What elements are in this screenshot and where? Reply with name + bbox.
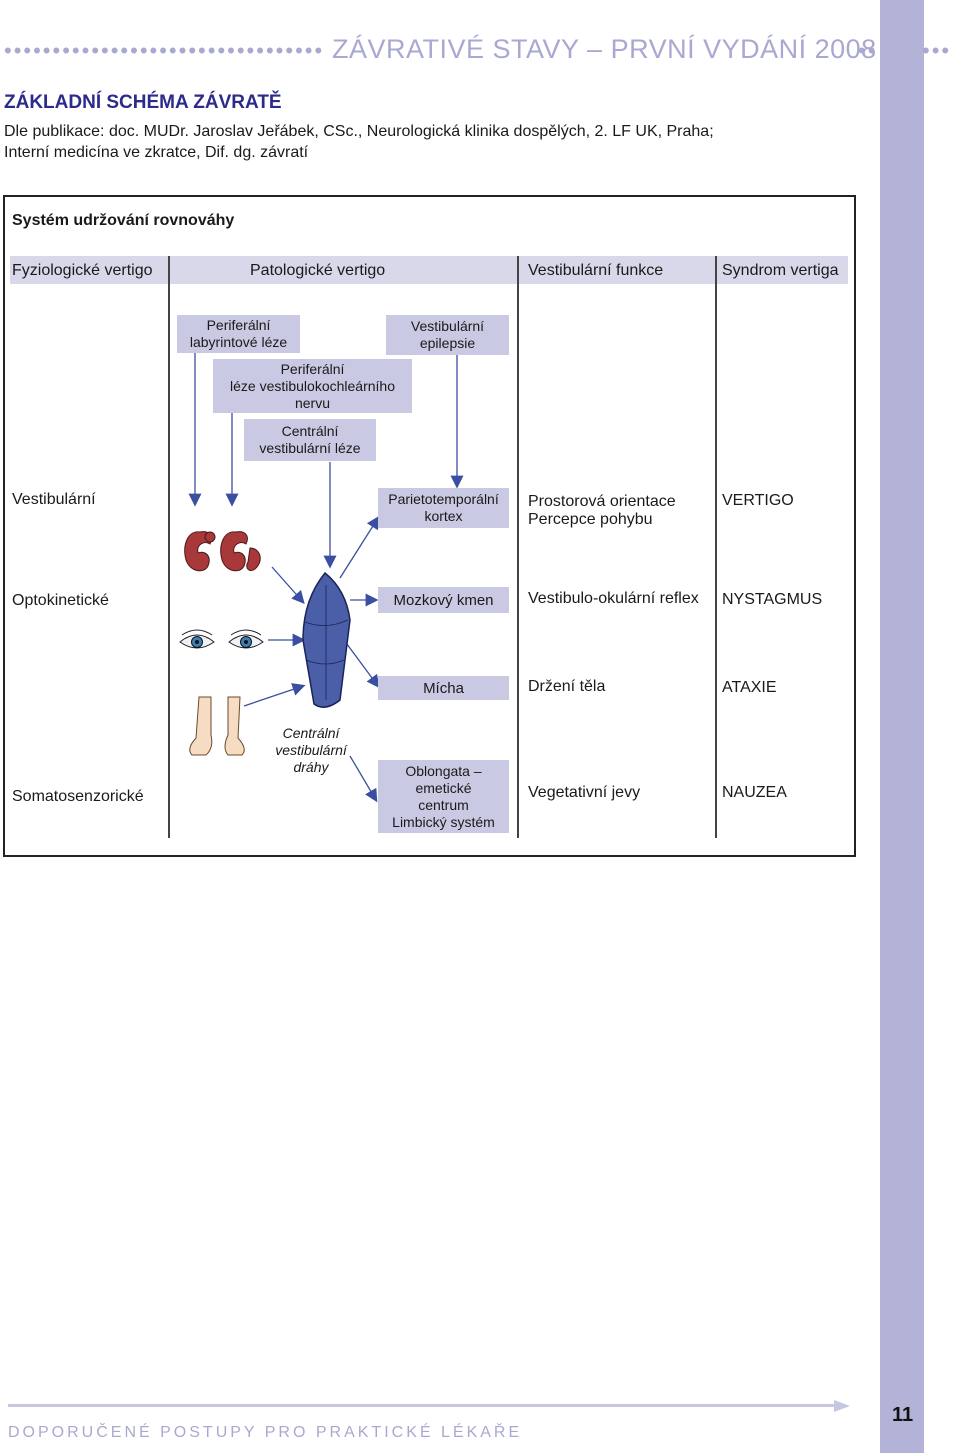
feet-illustration: [189, 696, 245, 756]
lesion-label: Vestibulární: [410, 318, 485, 334]
syndrome-nystagmus: NYSTAGMUS: [722, 591, 823, 608]
lesion-peripheral-labyrinth: Periferální labyrintové léze: [177, 315, 300, 353]
section-title: ZÁKLADNÍ SCHÉMA ZÁVRATĚ: [4, 92, 282, 113]
lesion-label: vestibulární léze: [259, 440, 361, 456]
central-vestibular-pathways-label: Centrální vestibulární dráhy: [268, 725, 354, 776]
running-header-title: ZÁVRATIVÉ STAVY – PRVNÍ VYDÁNÍ 2008: [332, 34, 877, 64]
center-label: emetické: [415, 779, 472, 796]
column-header-bar: [10, 256, 848, 284]
lesion-label: Periferální: [280, 360, 345, 377]
center-label: Mozkový kmen: [393, 591, 494, 609]
lesion-vestibular-epilepsy: Vestibulární epilepsie: [386, 315, 509, 355]
function-vor: Vestibulo-okulární reflex: [528, 590, 699, 607]
center-label: Mícha: [423, 679, 464, 697]
right-sidebar-band: [880, 0, 924, 1453]
lesion-label: labyrintové léze: [189, 334, 288, 350]
arrow-to-oblongata: [349, 755, 378, 803]
center-parietotemporal-cortex: Parietotemporální kortex: [378, 488, 509, 528]
column-divider-3: [715, 256, 717, 838]
center-label: Oblongata –: [405, 762, 482, 779]
footer-rule: [8, 1404, 838, 1407]
lesion-label: Periferální: [206, 317, 271, 333]
source-citation: Dle publikace: doc. MUDr. Jaroslav Jeřáb…: [4, 121, 864, 163]
arrow-to-cortex: [339, 515, 380, 579]
arrow-feet-to-brain: [243, 683, 306, 707]
lesion-label: léze vestibulokochleárního: [230, 377, 395, 394]
arrow-ear-to-brain: [271, 566, 305, 604]
pathways-label: vestibulární: [275, 742, 347, 758]
center-label: kortex: [424, 508, 463, 524]
column-header-syndrome: Syndrom vertiga: [722, 262, 839, 279]
diagram-title: Systém udržování rovnováhy: [12, 212, 235, 229]
column-divider-2: [517, 256, 519, 838]
center-brainstem: Mozkový kmen: [378, 587, 509, 613]
lesion-central-vestibular: Centrální vestibulární léze: [244, 419, 376, 461]
eyes-illustration: [179, 629, 264, 649]
pathways-label: Centrální: [282, 725, 340, 741]
header-dots-right: •••: [922, 40, 952, 62]
source-line-2: Interní medicína ve zkratce, Dif. dg. zá…: [4, 144, 309, 161]
lesion-label: epilepsie: [419, 335, 476, 351]
function-posture: Držení těla: [528, 678, 606, 695]
center-spinal-cord: Mícha: [378, 676, 509, 700]
footer-arrow-icon: [834, 1400, 850, 1412]
lesion-label: Centrální: [281, 423, 339, 439]
lesion-peripheral-nerve: Periferální léze vestibulokochleárního n…: [213, 359, 412, 413]
ear-illustration: [184, 531, 261, 572]
diagram-frame: [3, 195, 856, 857]
header-dots-mid: ••: [858, 40, 878, 62]
function-label: Prostorová orientace: [528, 493, 676, 510]
brainstem-illustration: [302, 571, 351, 708]
header-dots-left: ••••••••••••••••••••••••••••••••••••••: [4, 40, 324, 62]
center-label: centrum: [418, 796, 469, 813]
lesion-label: nervu: [294, 394, 331, 411]
pathways-label: dráhy: [293, 759, 329, 775]
source-line-1: Dle publikace: doc. MUDr. Jaroslav Jeřáb…: [4, 123, 714, 140]
center-label: Parietotemporální: [388, 491, 499, 507]
system-optokinetic: Optokinetické: [12, 592, 109, 609]
column-header-physiological: Fyziologické vertigo: [12, 262, 153, 279]
system-somatosensory: Somatosenzorické: [12, 788, 144, 805]
system-vestibular: Vestibulární: [12, 491, 96, 508]
syndrome-nausea: NAUZEA: [722, 784, 787, 801]
column-header-pathological: Patologické vertigo: [250, 262, 386, 279]
function-vegetative: Vegetativní jevy: [528, 784, 641, 801]
column-header-function: Vestibulární funkce: [528, 262, 664, 279]
center-label: Limbický systém: [392, 813, 495, 830]
footer-text: DOPORUČENÉ POSTUPY PRO PRAKTICKÉ LÉKAŘE: [8, 1424, 523, 1441]
syndrome-vertigo: VERTIGO: [722, 492, 794, 509]
center-oblongata-limbic: Oblongata – emetické centrum Limbický sy…: [378, 760, 509, 833]
column-divider-1: [168, 256, 170, 838]
function-spatial-orientation: Prostorová orientace Percepce pohybu: [528, 493, 676, 529]
page-number: 11: [892, 1404, 914, 1426]
syndrome-ataxia: ATAXIE: [722, 679, 777, 696]
function-label: Percepce pohybu: [528, 511, 653, 528]
diagram-graphics: [179, 352, 464, 803]
